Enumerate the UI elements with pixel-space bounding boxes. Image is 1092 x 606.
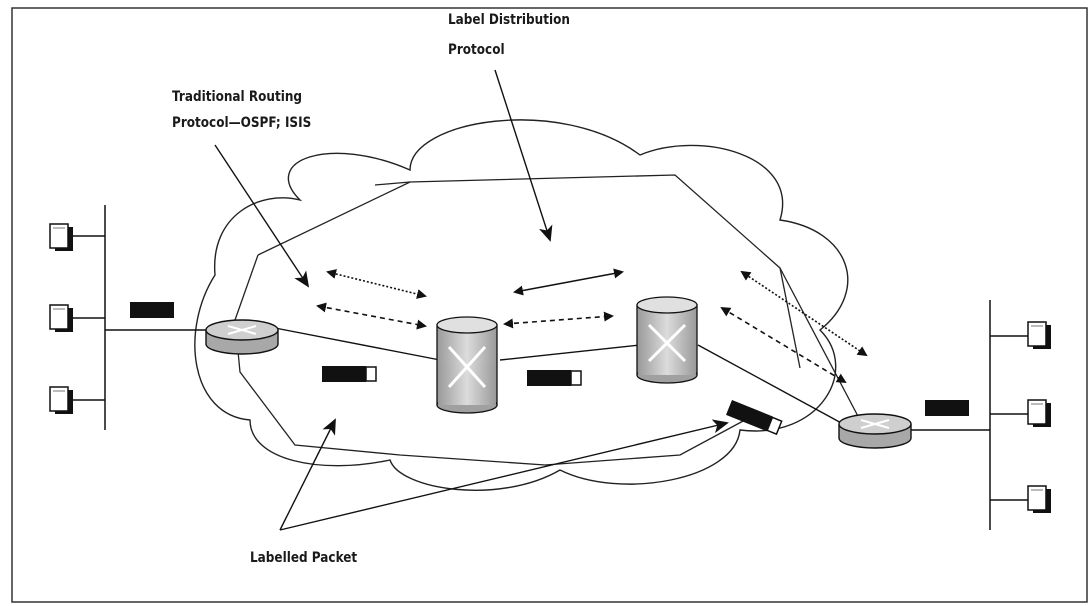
callout-arrows [214,69,729,531]
packet-icon [925,400,969,416]
trp-label-line2: Protocol—OSPF; ISIS [172,115,312,131]
packet-icon [130,302,174,318]
host-icon [49,223,74,252]
label-exchange-arrows [316,268,868,384]
router-icon [838,413,912,449]
figure-frame [11,7,1088,603]
host-icon [1027,321,1052,350]
labelled-packet-label: Labelled Packet [250,550,358,566]
left-lan-taps [70,235,105,401]
lsr-switch-icon [636,296,698,384]
network-cloud [194,119,849,491]
trp-label-line1: Traditional Routing [172,89,303,105]
labelled-packet-icon [321,365,377,383]
host-icon [1027,485,1052,514]
router-icon [205,319,279,355]
ldp-label-line2: Protocol [448,42,505,58]
host-icon [1027,399,1052,428]
right-lan-taps [990,335,1028,501]
ldp-label-line1: Label Distribution [448,12,570,28]
host-icon [49,386,74,415]
lsr-switch-icon [436,316,498,414]
labelled-packet-icon [526,369,582,387]
host-icon [49,304,74,333]
